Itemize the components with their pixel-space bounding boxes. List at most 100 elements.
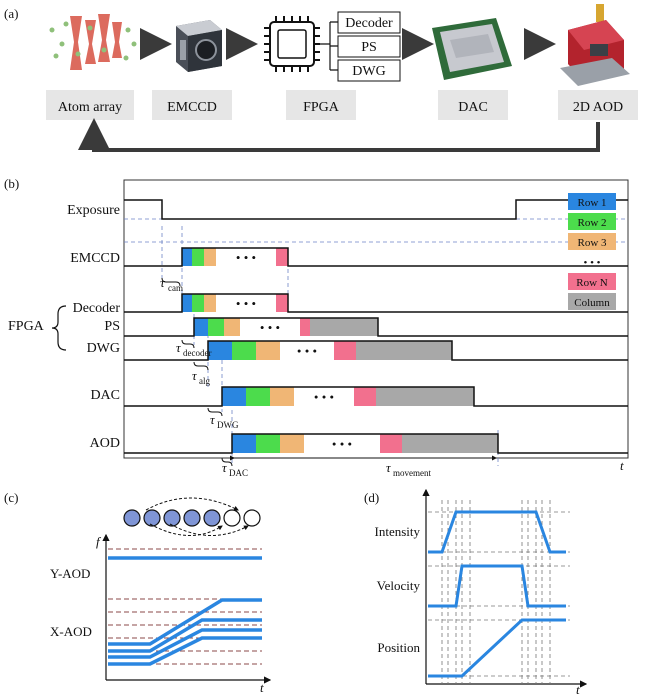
segment-rn <box>276 294 288 312</box>
svg-text:cam: cam <box>168 283 183 293</box>
timing-row-emccd: • • • <box>124 247 628 267</box>
segment-r3 <box>224 318 240 336</box>
row-label-intensity: Intensity <box>375 524 421 539</box>
signal-label-exposure: Exposure <box>67 203 120 218</box>
position-curve <box>428 618 566 678</box>
tau-decoder: τ decoder <box>176 339 211 358</box>
legend-label: Row 3 <box>577 237 607 249</box>
waveform <box>124 247 628 267</box>
panel-b: (b) Exposure EMCCD Decoder PS DWG DAC AO… <box>4 176 629 478</box>
timing-row-decoder: • • • <box>124 293 628 313</box>
timing-rows: • • • • • • • • • • • • • • • • • • <box>124 247 628 454</box>
signal-label-ps: PS <box>104 319 120 334</box>
waveform <box>124 317 628 337</box>
segment-r1 <box>182 294 192 312</box>
stage-box-fpga: FPGA <box>286 90 356 120</box>
tau-cam: τ cam <box>160 275 183 293</box>
fpga-chip-icon <box>264 16 338 72</box>
fpga-module-ps: PS <box>337 35 401 58</box>
legend-label: Row 2 <box>577 217 606 229</box>
intensity-curve <box>428 510 566 554</box>
segment-r2 <box>246 387 270 406</box>
fpga-module-dwg: DWG <box>337 59 401 82</box>
atom-site <box>163 509 181 527</box>
emccd-camera-illustration <box>176 20 222 72</box>
svg-text:alg: alg <box>199 376 210 386</box>
y-aod-label: Y-AOD <box>50 566 90 581</box>
ellipsis: • • • <box>297 344 317 359</box>
segment-r1 <box>222 387 246 406</box>
tau-movement: τ movement <box>230 455 497 478</box>
segment-rn <box>354 387 376 406</box>
timing-row-aod: • • • <box>124 433 628 454</box>
legend-label: • • • <box>583 257 600 269</box>
waveform <box>124 433 628 454</box>
segment-rn <box>334 341 356 360</box>
segment-r2 <box>256 434 280 453</box>
panel-b-t-axis-label: t <box>620 458 624 473</box>
tau-dwg: τ DWG <box>207 407 239 430</box>
ellipsis: • • • <box>260 320 280 335</box>
segment-r2 <box>208 318 224 336</box>
svg-text:EMCCD: EMCCD <box>167 100 217 115</box>
tau-alg: τ alg <box>192 361 210 386</box>
segment-r3 <box>204 248 216 266</box>
atom-site <box>183 509 201 527</box>
segment-col <box>356 341 452 360</box>
svg-text:Decoder: Decoder <box>345 16 393 31</box>
segment-r1 <box>182 248 192 266</box>
segment-rn <box>300 318 310 336</box>
panel-a: (a) <box>4 4 638 152</box>
stage-box-atom-array: Atom array <box>46 90 134 120</box>
svg-text:τ: τ <box>160 275 166 290</box>
svg-text:τ: τ <box>222 460 228 475</box>
aod-device-illustration <box>560 4 630 86</box>
panel-d-curves <box>428 510 566 678</box>
legend-label: Row 1 <box>577 197 606 209</box>
svg-text:decoder: decoder <box>183 348 211 358</box>
ellipsis: • • • <box>332 437 352 452</box>
panel-c-t-axis-label: t <box>260 680 264 695</box>
panel-c: (c) f t Y-AOD X-AOD <box>4 490 272 695</box>
signal-label-aod: AOD <box>90 436 120 451</box>
svg-text:DAC: DAC <box>229 468 248 478</box>
svg-text:τ: τ <box>386 460 392 475</box>
dac-board-illustration <box>432 18 512 80</box>
signal-label-emccd: EMCCD <box>70 251 120 266</box>
segment-col <box>310 318 378 336</box>
x-aod-label: X-AOD <box>50 624 92 639</box>
row-label-velocity: Velocity <box>377 578 421 593</box>
segment-r1 <box>194 318 208 336</box>
tau-dac: τ DAC <box>221 457 248 478</box>
segment-r3 <box>204 294 216 312</box>
segment-col <box>376 387 474 406</box>
timing-row-dwg: • • • <box>124 340 628 361</box>
segment-r2 <box>192 248 204 266</box>
panel-a-label: (a) <box>4 6 18 21</box>
svg-text:τ: τ <box>176 340 182 355</box>
segment-r3 <box>256 341 280 360</box>
svg-text:2D AOD: 2D AOD <box>573 100 623 115</box>
panel-d-t-axis-label: t <box>576 682 580 695</box>
legend-label: Column <box>574 297 610 309</box>
ellipsis: • • • <box>314 390 334 405</box>
segment-col <box>402 434 498 453</box>
velocity-curve <box>428 564 566 608</box>
atom-site <box>243 509 261 527</box>
legend-item: Column <box>568 293 616 310</box>
atom-array-illustration <box>49 14 137 70</box>
fpga-group-brace <box>51 305 67 351</box>
atom-site <box>143 509 161 527</box>
segment-r1 <box>208 341 232 360</box>
legend-item: Row 2 <box>568 213 616 230</box>
stage-box-emccd: EMCCD <box>152 90 232 120</box>
legend-item: Row 1 <box>568 193 616 210</box>
stage-box-2d-aod: 2D AOD <box>558 90 638 120</box>
panel-c-traces <box>108 556 262 666</box>
svg-text:τ: τ <box>210 412 216 427</box>
segment-r2 <box>232 341 256 360</box>
segment-rn <box>380 434 402 453</box>
timing-row-dac: • • • <box>124 386 628 407</box>
